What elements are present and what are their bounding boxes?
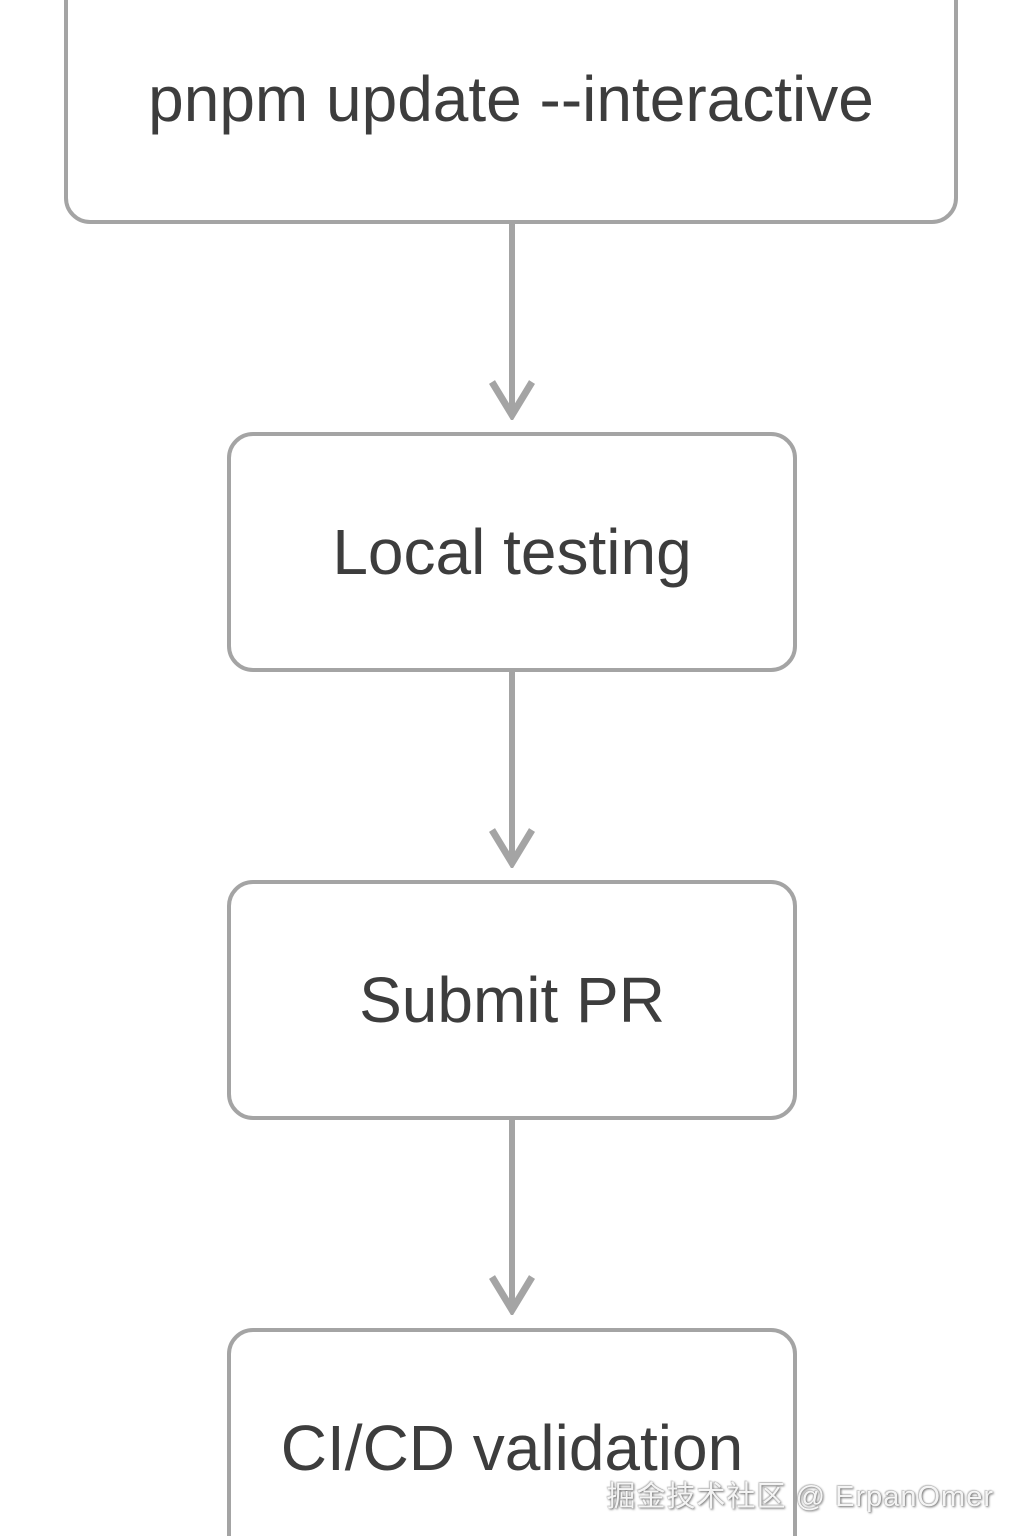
flow-arrow-down-1 <box>489 224 535 420</box>
node-label: pnpm update --interactive <box>148 62 874 135</box>
flowchart-node-submit-pr: Submit PR <box>227 880 797 1120</box>
flowchart-node-cicd-validation: CI/CD validation <box>227 1328 797 1536</box>
flow-arrow-down-3 <box>489 1119 535 1315</box>
flow-arrow-down-2 <box>489 672 535 868</box>
flowchart-node-local-testing: Local testing <box>227 432 797 672</box>
watermark: 掘金技术社区 @ ErpanOmer <box>606 1481 994 1513</box>
node-label: Local testing <box>332 515 692 588</box>
node-label: CI/CD validation <box>280 1411 744 1484</box>
node-label: Submit PR <box>359 963 665 1036</box>
flowchart-node-pnpm-update: pnpm update --interactive <box>64 0 958 224</box>
